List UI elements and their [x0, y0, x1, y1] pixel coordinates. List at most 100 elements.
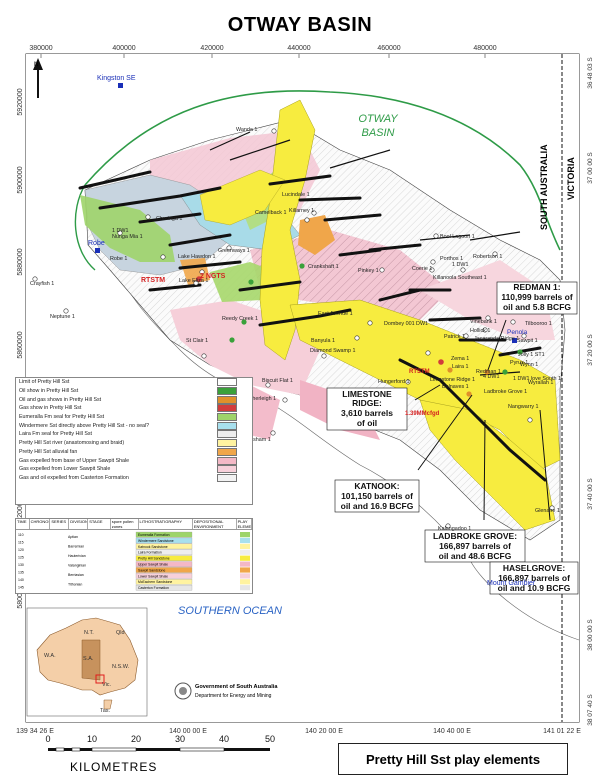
well-label: Killanoola Southeast 1 — [433, 275, 487, 281]
legend-label: Windermere Sst directly above Pretty Hil… — [19, 422, 150, 429]
well-label: Robe 1 — [110, 256, 127, 262]
scale-bar — [48, 747, 270, 752]
legend-swatch — [217, 456, 237, 465]
well-label: Lake Eliza 1 — [179, 278, 208, 284]
strat-stage: Valanginian — [68, 564, 86, 568]
well-label: 4 DW1 — [483, 374, 499, 380]
left-tick-label: 5920000 — [17, 88, 24, 115]
well-label: Coerie 1 — [412, 266, 432, 272]
well-label: St Clair 1 — [186, 338, 208, 344]
callout-katnook-1: KATNOOK: — [354, 481, 399, 491]
strat-header: spore pollen zones — [111, 519, 139, 529]
red-label-ngts: 2 NGTS — [200, 273, 226, 280]
legend-swatch — [217, 421, 237, 430]
well-label: Dombey 001 DW1 — [384, 321, 428, 327]
callout-katnook-2: 101,150 barrels of — [341, 491, 413, 501]
callout-box-limestone — [326, 387, 408, 431]
right-tick-label: 37 20 00 S — [587, 334, 594, 366]
legend-row: Gas and oil expelled from Casterton Form… — [16, 473, 252, 483]
govt-logo-icon — [174, 682, 192, 700]
govt-name: Government of South Australia — [195, 684, 278, 690]
right-tick-label: 38 00 00 S — [587, 619, 594, 651]
callout-ladbroke-2: 166,897 barrels of — [439, 541, 511, 551]
right-tick-label: 37 00 00 S — [587, 152, 594, 184]
right-tick-label: 38 07 40 S — [587, 694, 594, 726]
top-tick-label: 440000 — [287, 45, 310, 52]
callout-redman-2: 110,999 barrels of — [501, 292, 573, 302]
top-tick-label: 380000 — [29, 45, 52, 52]
strat-unit-bar — [135, 584, 193, 591]
minor-faults — [209, 131, 521, 376]
legend-swatch — [217, 465, 237, 474]
legend-swatch — [217, 404, 237, 413]
well-label: Jacaranda Ridge 1 — [474, 336, 519, 342]
left-tick-label: 5820000 — [17, 498, 24, 525]
strat-age: 110 — [18, 533, 24, 537]
well-label: Rendelsham 1 — [236, 437, 271, 443]
play-element-swatch — [240, 532, 250, 538]
legend-row: Laira Fm seal for Pretty Hill Sst — [16, 430, 252, 439]
bottom-tick-label: 139 34 26 E — [16, 728, 54, 735]
callout-katnook-3: oil and 16.9 BCFG — [341, 501, 414, 511]
strat-unit: Laira Formation — [138, 551, 162, 555]
red-label-rtstm-2: RTSTM — [409, 369, 430, 375]
play-element-swatch — [240, 573, 250, 579]
right-tick-label: 37 40 00 S — [587, 478, 594, 510]
well-label: Patrick 1 — [444, 334, 465, 340]
well-label: Tilbooroo 1 — [525, 321, 552, 327]
scale-label: 20 — [131, 734, 141, 744]
north-label: N — [34, 62, 38, 68]
callout-ladbroke-1: LADBROKE GROVE: — [433, 531, 517, 541]
strat-unit-bar — [135, 573, 193, 579]
strat-unit: Windermere Sandstone — [138, 539, 174, 543]
legend-swatch — [217, 473, 237, 482]
legend-row: Pretty Hill Sst river (anastomosing and … — [16, 439, 252, 448]
inset-label: Vic. — [102, 682, 112, 688]
strat-header: TIME — [16, 519, 30, 529]
otway-basin-boundary — [84, 90, 561, 251]
legend-label: Laira Fm seal for Pretty Hill Sst — [19, 431, 92, 438]
well-label: Sawpit 1 — [517, 338, 538, 344]
bottom-tick-label: 140 40 00 E — [433, 728, 471, 735]
inset-label: Qld — [116, 630, 125, 636]
legend-row: Gas expelled from Lower Sawpit Shale — [16, 465, 252, 474]
town-penola: Penola — [507, 329, 528, 336]
well-label: Hatherleigh 1 — [244, 396, 276, 402]
basin-label-2: BASIN — [361, 127, 394, 139]
inset-label: S.A. — [83, 656, 94, 662]
scale-label: 10 — [87, 734, 97, 744]
callout-box-katnook — [334, 479, 420, 513]
show-markers — [196, 263, 523, 397]
callout-redman-3: oil and 5.8 BCFG — [503, 302, 571, 312]
legend-row: Gas show in Pretty Hill Sst — [16, 404, 252, 413]
strat-unit: Upper Sawpit Shale — [138, 563, 168, 567]
legend-row: Gas expelled from base of Upper Sawpit S… — [16, 456, 252, 465]
strat-header: DEPOSITIONAL ENVIRONMENT — [193, 519, 237, 529]
map-title: OTWAY BASIN — [227, 14, 373, 36]
callout-haselgrove-3: oil and 10.9 BCFG — [498, 583, 571, 593]
strat-unit-bar — [135, 549, 193, 556]
town-mount-gambier: Mount Gambier — [487, 580, 536, 587]
well-label: Robertson 1 — [473, 254, 502, 260]
town-marker-kingston — [118, 83, 123, 88]
stratigraphic-chart: TIMECHRONOSTRATIGRAPHYSERIESDIVISIONSTAG… — [15, 518, 253, 594]
top-tick-label: 420000 — [200, 45, 223, 52]
strat-age: 120 — [18, 548, 24, 552]
play-element-swatch — [240, 543, 250, 549]
scale-label: 0 — [45, 734, 50, 744]
strat-unit: Casterton Formation — [138, 586, 169, 590]
town-marker-robe — [95, 248, 100, 253]
right-tick-label: 36 48 03 S — [587, 57, 594, 89]
strat-header: CHRONOSTRATIGRAPHY — [30, 519, 51, 529]
well-label: Nunga Mia 1 — [112, 234, 143, 240]
strat-unit: Pretty Hill Sandstone — [138, 557, 170, 561]
legend-label: Gas expelled from base of Upper Sawpit S… — [19, 457, 130, 464]
strat-unit-bar — [135, 543, 193, 550]
play-element-swatch — [240, 567, 250, 573]
bottom-tick-label: 140 20 00 E — [305, 728, 343, 735]
strat-unit: Lower Sawpit Shale — [138, 574, 168, 578]
play-element-swatch — [240, 561, 250, 567]
play-element-swatch — [240, 579, 250, 585]
left-tick-label: 5900000 — [17, 166, 24, 193]
